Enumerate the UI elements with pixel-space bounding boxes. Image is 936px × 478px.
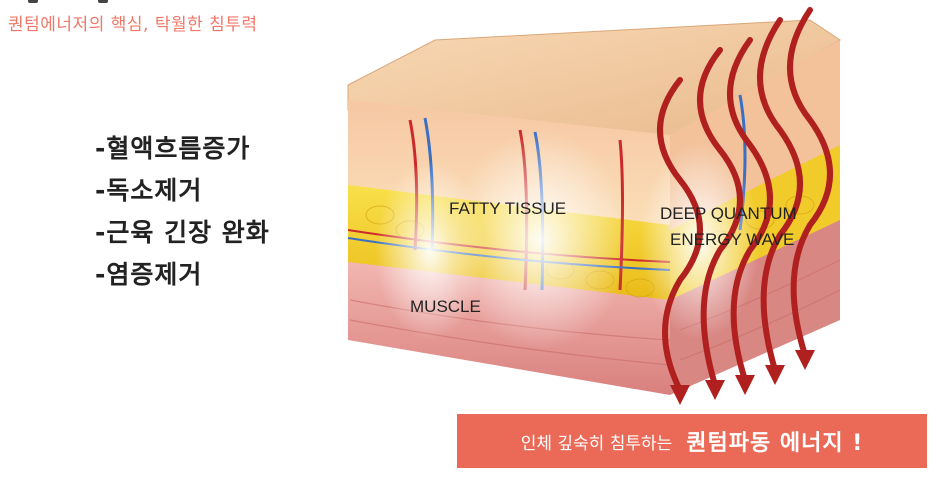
- banner-emphasis-text: 퀀텀파동 에너지 !: [686, 431, 864, 456]
- cropped-title-fragment: [28, 0, 188, 4]
- benefit-item: -독소제거: [95, 176, 203, 205]
- muscle-label: MUSCLE: [410, 297, 481, 316]
- wave-label-line2: ENERGY WAVE: [670, 230, 794, 249]
- banner-lead-text: 인체 깊숙히 침투하는: [520, 433, 673, 454]
- wave-label-line1: DEEP QUANTUM: [660, 204, 797, 223]
- benefit-item: -혈액흐름증가: [95, 134, 251, 163]
- energy-glow: [375, 160, 485, 340]
- fatty-tissue-label: FATTY TISSUE: [449, 199, 566, 218]
- energy-waves: [657, 7, 833, 393]
- wave-arrowheads: [670, 350, 815, 405]
- benefit-item: -근육 긴장 완화: [95, 218, 270, 247]
- benefit-list: -혈액흐름증가 -독소제거 -근육 긴장 완화 -염증제거: [95, 128, 270, 296]
- benefit-item: -염증제거: [95, 260, 203, 289]
- skin-cross-section-illustration: FATTY TISSUE DEEP QUANTUM ENERGY WAVE MU…: [347, 7, 841, 405]
- penetration-banner: 인체 깊숙히 침투하는 퀀텀파동 에너지 !: [457, 414, 927, 468]
- subtitle: 퀀텀에너저의 핵심, 탁월한 침투력: [8, 15, 258, 35]
- energy-glow: [450, 130, 630, 350]
